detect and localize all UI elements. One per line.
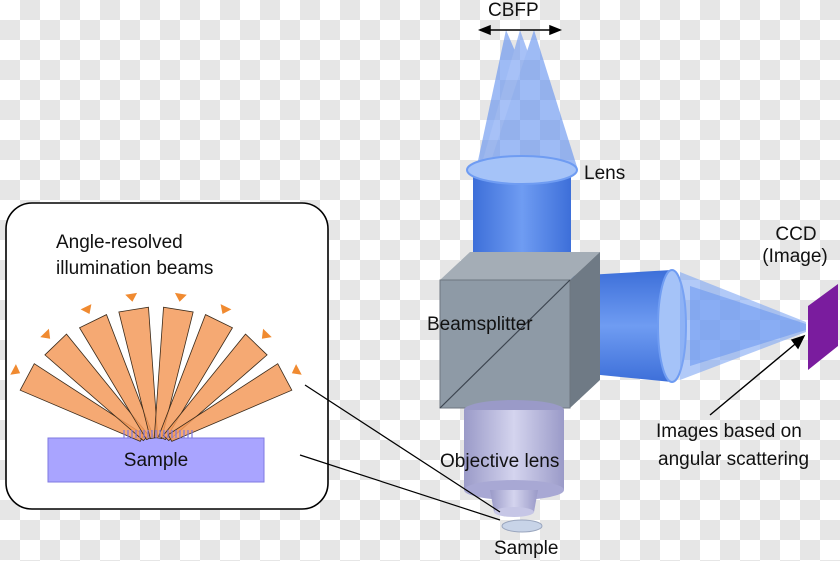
ccd-label-line2: (Image): [762, 246, 828, 267]
illumination-beam: [162, 333, 268, 442]
illumination-beam: [153, 306, 194, 440]
illumination-arrow: [261, 328, 272, 339]
ccd-pointer-arrow: [709, 334, 806, 416]
images-label-line1: Images based on: [656, 421, 802, 442]
inset-sample-slab: [47, 437, 265, 483]
bottom-sample-label: Sample: [494, 538, 559, 559]
illumination-beam: [167, 363, 293, 442]
illumination-arrow: [40, 328, 51, 339]
bottom-sample-disc: [501, 519, 543, 533]
cbfp-double-arrow: [477, 24, 563, 36]
illumination-fan: [10, 292, 302, 442]
inset-title-line1: Angle-resolved: [56, 232, 183, 253]
beamsplitter-cube: [439, 252, 600, 409]
cbfp-beams: [476, 30, 578, 170]
cbfp-label: CBFP: [488, 0, 539, 21]
ccd-sensor: [808, 284, 838, 370]
images-label-line2: angular scattering: [658, 449, 810, 470]
lens-label: Lens: [584, 163, 626, 184]
objective-lens-label: Objective lens: [440, 451, 560, 472]
illumination-beam: [158, 314, 234, 441]
beamsplitter-label: Beamsplitter: [427, 314, 533, 335]
inset-sample-label: Sample: [123, 450, 189, 471]
ccd-label-line1: CCD: [775, 224, 817, 245]
inset-title-line2: illumination beams: [56, 258, 214, 279]
illumination-arrow: [125, 292, 138, 302]
illumination-arrow: [80, 304, 92, 314]
illumination-arrow: [10, 364, 21, 375]
illumination-arrow: [174, 292, 187, 302]
objective-lens: [464, 400, 564, 517]
illumination-arrow: [220, 304, 232, 314]
illumination-arrow: [291, 364, 302, 375]
callout-lines: [299, 384, 501, 521]
